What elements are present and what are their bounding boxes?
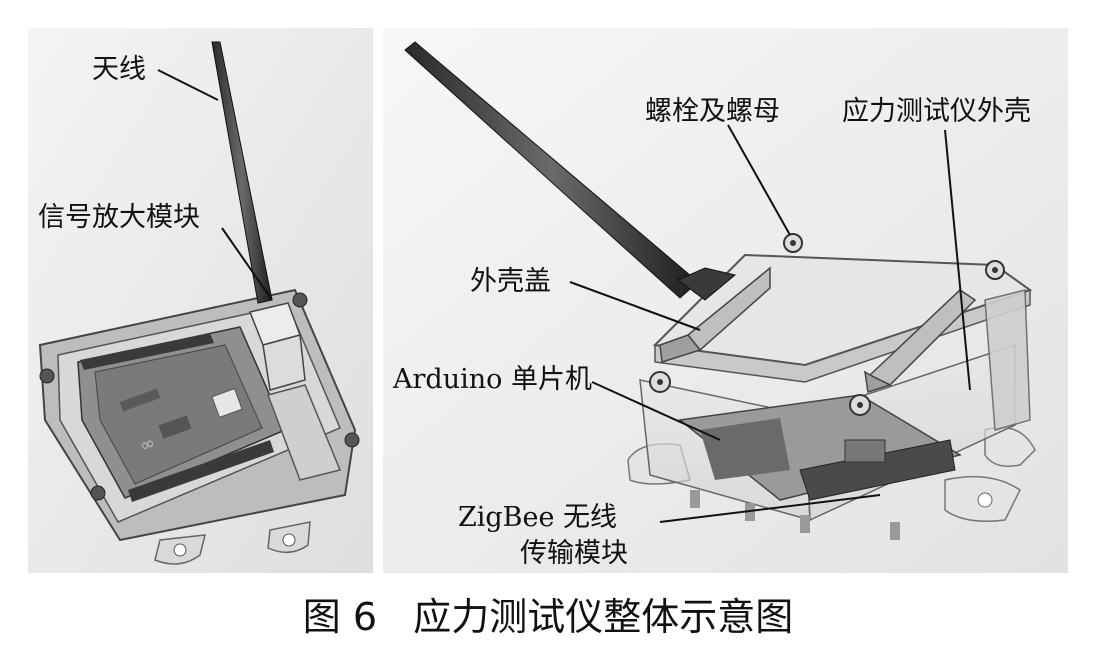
leader-lines (157, 69, 971, 523)
bolt-icon (849, 394, 871, 416)
open-device-illustration: ∞ (38, 41, 360, 565)
closed-device-illustration (404, 41, 1036, 540)
label-amplifier-module: 信号放大模块 (38, 202, 200, 233)
svg-text:∞: ∞ (137, 432, 158, 457)
label-cover: 外壳盖 (470, 266, 551, 297)
label-bolts-and-nuts: 螺栓及螺母 (645, 96, 780, 127)
label-zigbee-line2: 传输模块 (520, 538, 628, 569)
bolt-icon (985, 260, 1005, 280)
label-housing: 应力测试仪外壳 (842, 96, 1031, 127)
figure-caption: 图 6 应力测试仪整体示意图 (303, 595, 794, 639)
label-zigbee-line1: ZigBee 无线 (458, 502, 617, 533)
bolt-icon (783, 233, 803, 253)
label-arduino: Arduino 单片机 (392, 364, 592, 395)
label-antenna: 天线 (92, 54, 146, 85)
bolt-icon (649, 371, 671, 393)
